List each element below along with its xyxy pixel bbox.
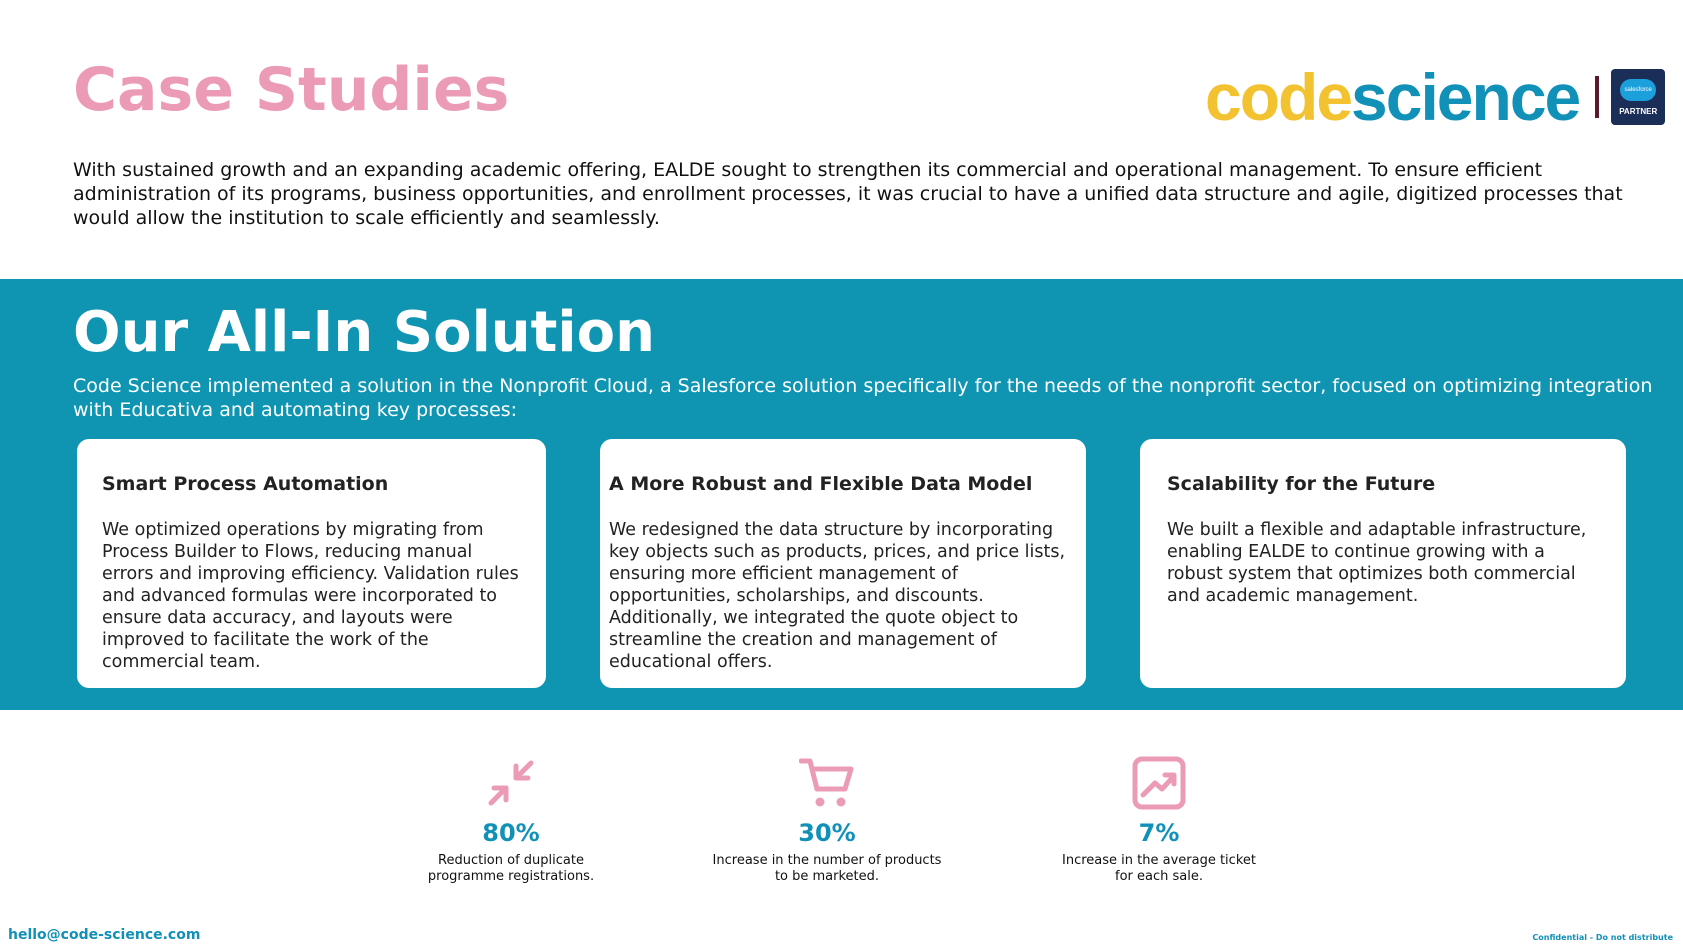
stat-value: 30% [798, 819, 856, 847]
logo-divider [1595, 76, 1600, 118]
stat-value: 7% [1138, 819, 1180, 847]
salesforce-partner-badge: salesforce PARTNER [1611, 69, 1666, 125]
solution-card-data-model: A More Robust and Flexible Data Model We… [600, 439, 1086, 688]
card-body: We built a flexible and adaptable infras… [1167, 520, 1587, 606]
trending-up-chart-icon [1132, 756, 1186, 810]
stat-label: Increase in the number of products to be… [712, 853, 942, 884]
badge-top-text: salesforce [1624, 86, 1652, 93]
solution-subtitle: Code Science implemented a solution in t… [73, 375, 1653, 421]
badge-partner-text: PARTNER [1619, 106, 1658, 116]
solution-card-automation: Smart Process Automation We optimized op… [77, 439, 546, 688]
stat-products-increase: 30% Increase in the number of products t… [697, 755, 957, 885]
confidential-notice: Confidential - Do not distribute [1532, 933, 1673, 942]
stat-duplicate-reduction: 80% Reduction of duplicate programme reg… [381, 755, 641, 885]
card-title: Smart Process Automation [102, 473, 389, 495]
page-title: Case Studies [73, 55, 510, 125]
stat-label: Increase in the average ticket for each … [1062, 853, 1256, 884]
card-title: Scalability for the Future [1167, 473, 1436, 495]
stat-ticket-increase: 7% Increase in the average ticket for ea… [1029, 755, 1289, 885]
card-body: We optimized operations by migrating fro… [102, 520, 519, 672]
card-title: A More Robust and Flexible Data Model [609, 473, 1033, 495]
logo-code-text: code [1205, 60, 1353, 134]
intro-paragraph: With sustained growth and an expanding a… [73, 159, 1623, 229]
stat-value: 80% [482, 819, 540, 847]
shopping-cart-icon [799, 758, 854, 807]
salesforce-cloud-icon: salesforce [1620, 78, 1657, 101]
stat-label: Reduction of duplicate programme registr… [427, 853, 595, 884]
solution-section: Our All-In Solution Code Science impleme… [0, 279, 1683, 710]
solution-card-scalability: Scalability for the Future We built a fl… [1140, 439, 1626, 688]
contact-email-link[interactable]: hello@code-science.com [8, 927, 201, 943]
logo-science-text: science [1351, 60, 1581, 134]
compress-arrows-icon [488, 760, 534, 806]
solution-title: Our All-In Solution [73, 300, 655, 365]
card-body: We redesigned the data structure by inco… [609, 520, 1066, 672]
